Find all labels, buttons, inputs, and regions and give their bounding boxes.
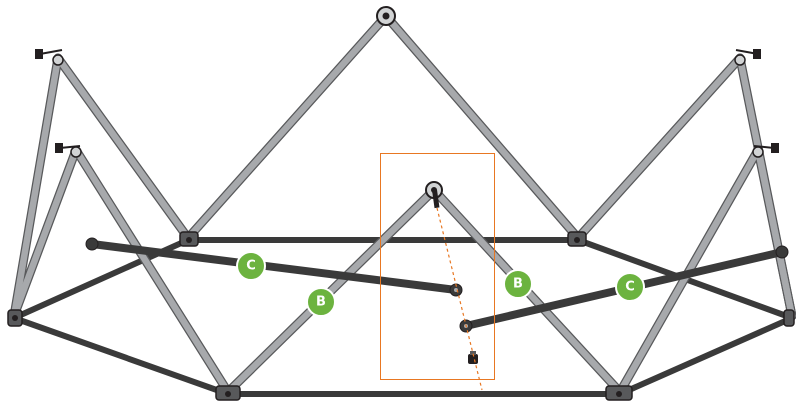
insertion-guide-line bbox=[436, 207, 483, 391]
base-frame bbox=[11, 237, 795, 397]
base-rail-front-left bbox=[11, 315, 231, 397]
pin-right-outer bbox=[753, 49, 761, 59]
callout-letter: B bbox=[513, 277, 523, 292]
pole-left-outer-a bbox=[54, 54, 192, 242]
callout-badge bbox=[503, 269, 533, 299]
joints bbox=[7, 6, 795, 401]
cross-bar-end bbox=[775, 245, 789, 259]
pole-right-inner-a bbox=[754, 146, 796, 320]
joint-corner-right bbox=[783, 309, 795, 327]
cross-bar-end bbox=[85, 237, 99, 251]
pole-right-outer-a bbox=[574, 54, 744, 242]
detail-highlight-box bbox=[380, 153, 495, 380]
callout-c-left: C bbox=[236, 251, 266, 281]
pole-left-inner-a bbox=[10, 146, 80, 320]
poles bbox=[9, 11, 796, 397]
base-rail-front-right bbox=[617, 315, 795, 397]
callout-c-right: C bbox=[615, 272, 645, 302]
cross-bar-c-left bbox=[88, 240, 460, 294]
pole-top-left bbox=[184, 12, 390, 242]
callout-badge bbox=[306, 287, 336, 317]
pin-right-inner bbox=[771, 143, 779, 153]
callout-letter: C bbox=[625, 280, 635, 295]
callout-badge bbox=[236, 251, 266, 281]
pole-top-right bbox=[382, 12, 582, 242]
callout-b-left: B bbox=[306, 287, 336, 317]
pin-left-inner bbox=[55, 143, 63, 153]
callout-badge bbox=[615, 272, 645, 302]
pole-left-inner-b bbox=[72, 146, 232, 396]
callout-letter: B bbox=[316, 295, 326, 310]
callout-letter: C bbox=[246, 259, 256, 274]
pole-left-outer-b bbox=[10, 54, 62, 320]
callout-b-right: B bbox=[503, 269, 533, 299]
pin-left-outer bbox=[35, 49, 43, 59]
